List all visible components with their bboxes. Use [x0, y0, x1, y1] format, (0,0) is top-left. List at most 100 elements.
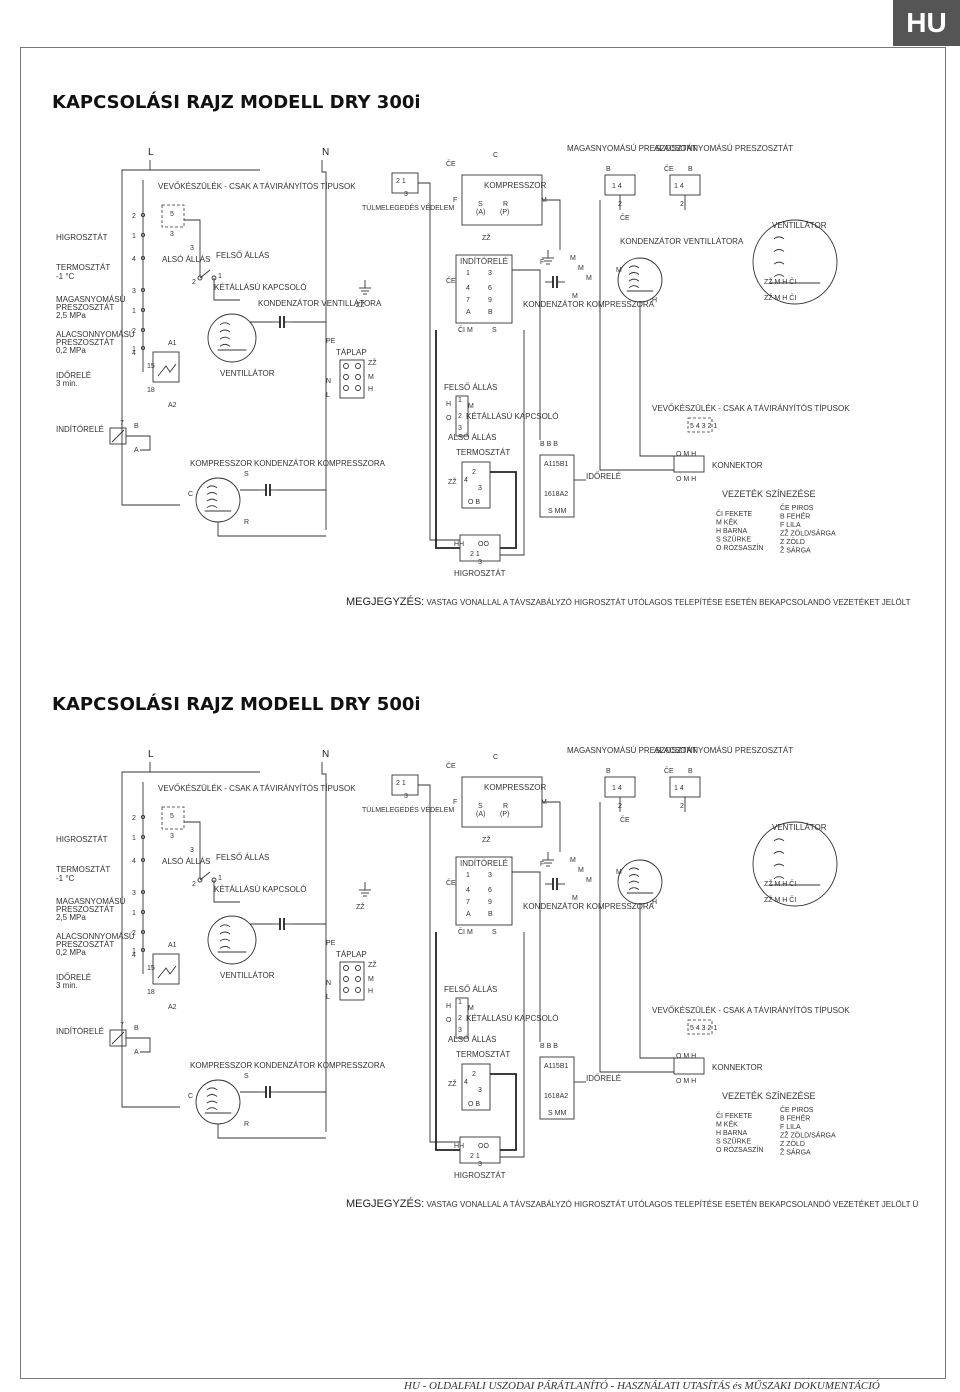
wire	[418, 784, 460, 1143]
pin-label: ZŽ	[356, 902, 365, 911]
wire	[599, 802, 674, 1073]
pin-label: 3	[478, 485, 482, 492]
legend-item: M KÉK	[716, 518, 738, 527]
pin-label: 2	[472, 1071, 476, 1078]
diagram-title-dry300i: KAPCSOLÁSI RAJZ MODELL DRY 300i	[52, 92, 421, 113]
legend-item: ZŽ ZÖLD/SÁRGA	[780, 1131, 836, 1140]
receiver-box	[161, 204, 185, 228]
pin-label: 2	[132, 930, 136, 937]
pin-label: O M H	[676, 476, 696, 483]
pin-label: 1	[132, 346, 136, 353]
pin-label: 2	[458, 413, 462, 420]
pin-label: 3	[170, 231, 174, 238]
line-label-L: L	[148, 749, 154, 760]
fan-label: VENTILLÁTOR	[220, 369, 275, 378]
pin-label: 3	[404, 191, 408, 198]
pin-label: 1	[132, 233, 136, 240]
condenser-fan-motor	[617, 859, 663, 905]
left-label: TERMOSZTÁT	[56, 263, 110, 272]
note-text: VASTAG VONALLAL A TÁVSZABÁLYZÓ HIGROSZTÁ…	[426, 598, 911, 607]
wire	[321, 160, 327, 530]
footer-text: HU - OLDALFALI USZODAI PÁRÁTLANÍTÓ - HAS…	[404, 1380, 880, 1392]
pin-label: M	[468, 403, 474, 410]
upper-position-label: FELSŐ ÁLLÁS	[216, 853, 269, 862]
power-board-label: TÁPLAP	[336, 348, 367, 357]
pin-label: ZŽ	[368, 358, 377, 367]
legend-item: M KÉK	[716, 1120, 738, 1129]
legend-item: Ž SÁRGA	[780, 1148, 811, 1157]
legend-item: Ž SÁRGA	[780, 546, 811, 555]
pin-label: M	[572, 293, 578, 300]
terminal	[355, 363, 361, 369]
pin-label: A1	[168, 340, 177, 347]
pin-label: 2	[458, 1015, 462, 1022]
pin-label: ČE	[620, 815, 630, 824]
pin-label: S	[244, 1073, 249, 1080]
wire	[435, 932, 460, 1151]
pin-label: ČE	[664, 164, 674, 173]
pin-label: M	[468, 1005, 474, 1012]
pin-label: H	[446, 1003, 451, 1010]
pin-label: 1 4	[612, 183, 622, 190]
pin-label: F	[540, 861, 544, 868]
pin-label: B B B	[540, 1043, 558, 1050]
pin-label: M	[578, 265, 584, 272]
pin-label: 1618A2	[544, 491, 568, 498]
terminal-label: L	[326, 994, 330, 1001]
pin-label: M	[586, 275, 592, 282]
pin-label: A1	[168, 942, 177, 949]
wire	[126, 1037, 151, 1053]
lower-position-label: ALSÓ ÁLLÁS	[162, 255, 210, 264]
pin-label: 1 4	[612, 785, 622, 792]
terminal	[343, 965, 349, 971]
connector-box	[673, 1057, 705, 1075]
pin-label: ZŽ M H ČI	[764, 895, 796, 904]
receiver-label-2: VEVŐKÉSZÜLÉK - CSAK A TÁVIRÁNYÍTÓS TÍPUS…	[652, 1006, 850, 1015]
pin-label: H	[368, 988, 373, 995]
pin-label: S	[492, 929, 497, 936]
pin-label: 1 4	[674, 785, 684, 792]
pin-label: A2	[168, 402, 177, 409]
left-label: IDŐRELÉ	[56, 371, 91, 380]
fan-label-2: VENTILLÁTOR	[772, 221, 827, 230]
pin-label: 2	[132, 815, 136, 822]
legend-item: ČI FEKETE	[716, 509, 753, 518]
wire	[599, 200, 674, 471]
pin-label: 4	[132, 256, 136, 263]
fan-label: VENTILLÁTOR	[220, 971, 275, 980]
pin-label: 2	[680, 803, 684, 810]
left-label: PRESZOSZTÁT	[56, 303, 114, 312]
pin-label: M	[586, 877, 592, 884]
start-relay-label: INDÍTÓRELÉ	[460, 859, 508, 868]
terminal	[343, 385, 349, 391]
terminal-label: PE	[326, 338, 336, 345]
start-relay-label: INDÍTÓRELÉ	[460, 257, 508, 266]
timer-relay-block	[539, 1056, 575, 1120]
motor-winding	[206, 485, 218, 509]
pin-label: 7	[120, 1022, 124, 1029]
pin-label: 1	[132, 835, 136, 842]
terminal	[343, 987, 349, 993]
receiver-terminal-box	[687, 1019, 713, 1035]
pin-label: S	[492, 327, 497, 334]
motor-winding	[773, 838, 785, 880]
legend-item: H BARNA	[716, 1130, 747, 1137]
upper-position-label-2: FELSŐ ÁLLÁS	[444, 383, 497, 392]
left-label: PRESZOSZTÁT	[56, 338, 114, 347]
connector-box	[673, 455, 705, 473]
start-relay-block	[455, 856, 513, 926]
legend-item: O RÓZSASZÍN	[716, 543, 763, 552]
pin-label: (P)	[500, 811, 509, 818]
high-pressure-switch-label: MAGASNYOMÁSÚ PRESZOSZTÁT	[567, 144, 697, 153]
pin-label: A115B1	[544, 1063, 568, 1070]
pin-label: 3	[478, 1087, 482, 1094]
pin-label: F	[540, 259, 544, 266]
wire	[512, 269, 541, 440]
wire	[199, 871, 211, 881]
receiver-box	[161, 806, 185, 830]
two-position-switch-block	[455, 395, 469, 437]
left-label: HIGROSZTÁT	[56, 233, 108, 242]
compressor-motor-symbol	[195, 477, 241, 523]
two-position-switch-block	[455, 997, 469, 1039]
terminal-label: N	[326, 980, 331, 987]
